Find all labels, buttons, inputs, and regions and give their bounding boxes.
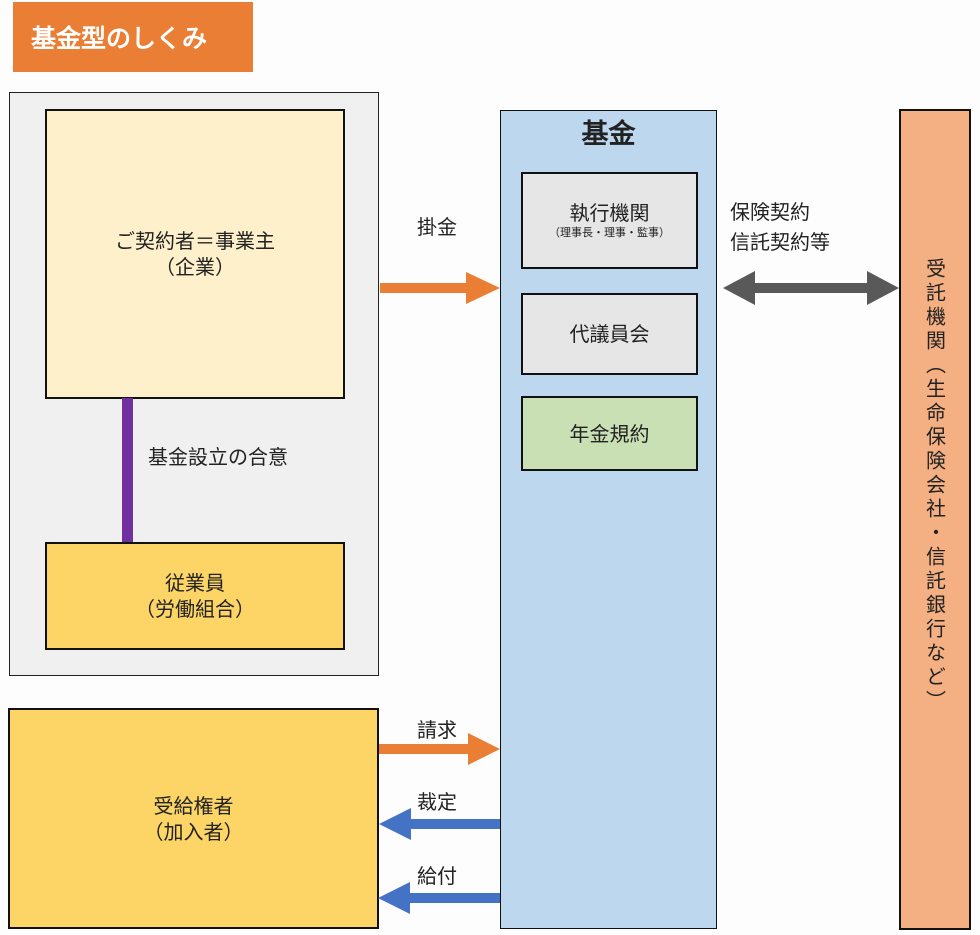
trustee-column: 受託機関（生命保険会社・信託銀行など） (899, 109, 971, 930)
executive-body-box: 執行機関 （理事長・理事・監事） (521, 172, 698, 269)
diagram-title: 基金型のしくみ (13, 2, 253, 72)
contracts-label-line2: 信託契約等 (730, 230, 830, 254)
agreement-line (122, 398, 133, 542)
employer-label: ご契約者＝事業主 (115, 229, 275, 253)
beneficiary-label: 受給権者 (153, 793, 234, 818)
pension-rules-label: 年金規約 (569, 421, 650, 446)
council-box: 代議員会 (521, 293, 698, 375)
contracts-label-line1: 保険契約 (730, 200, 810, 224)
employer-sublabel: （企業） (155, 255, 235, 279)
contribution-label: 掛金 (417, 215, 457, 239)
contracts-double-arrow (723, 271, 899, 305)
claim-label: 請求 (417, 718, 457, 742)
beneficiary-sublabel: （加入者） (143, 819, 244, 844)
trustee-label: 受託機関（生命保険会社・信託銀行など） (922, 258, 947, 714)
fund-title: 基金 (581, 119, 636, 150)
council-label: 代議員会 (569, 322, 650, 346)
employee-sublabel: （労働組合） (135, 597, 255, 621)
payment-label: 給付 (417, 864, 457, 888)
pension-rules-box: 年金規約 (521, 396, 698, 471)
agreement-label: 基金設立の合意 (148, 445, 288, 469)
beneficiary-box: 受給権者 （加入者） (8, 708, 379, 929)
executive-body-members: （理事長・理事・監事） (549, 226, 670, 240)
employee-label: 従業員 (165, 571, 225, 595)
employer-box: ご契約者＝事業主 （企業） (45, 109, 345, 399)
contribution-arrow (380, 272, 500, 304)
determination-label: 裁定 (417, 790, 457, 814)
executive-body-label: 執行機関 (569, 201, 650, 226)
employee-box: 従業員 （労働組合） (45, 542, 345, 650)
